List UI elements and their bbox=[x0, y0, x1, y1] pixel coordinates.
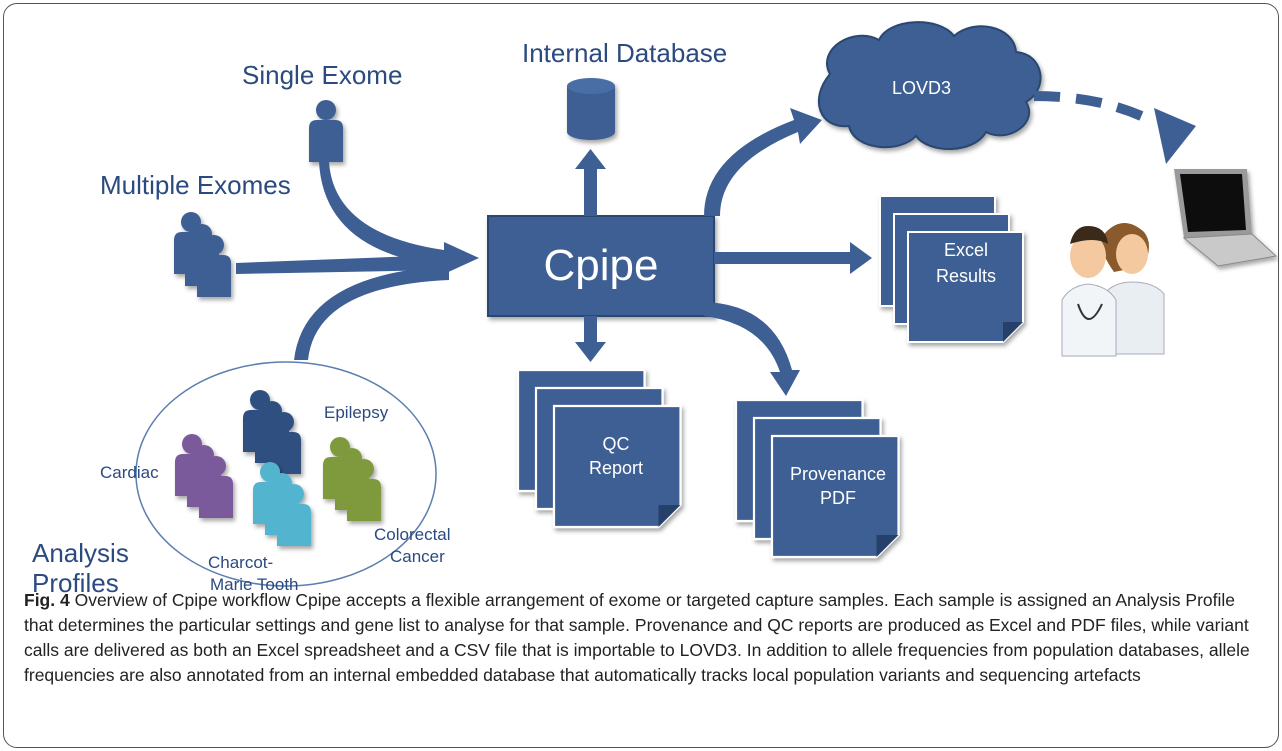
arrow-to-cloud bbox=[704, 108, 822, 216]
dashed-arrow-to-laptop bbox=[1033, 91, 1196, 164]
qc-report-label-2: Report bbox=[589, 458, 643, 478]
qc-report-label-1: QC bbox=[603, 434, 630, 454]
qc-report-docs bbox=[516, 368, 682, 529]
single-exome-icon bbox=[309, 100, 343, 162]
provenance-label-1: Provenance bbox=[790, 464, 886, 484]
caption-text: Overview of Cpipe workflow Cpipe accepts… bbox=[24, 590, 1250, 685]
workflow-diagram: Single Exome Multiple Exomes Internal Da… bbox=[32, 21, 1278, 594]
charcot-label-1: Charcot- bbox=[208, 553, 273, 572]
colorectal-label-2: Cancer bbox=[390, 547, 445, 566]
excel-results-label-1: Excel bbox=[944, 240, 988, 260]
figure-frame: Single Exome Multiple Exomes Internal Da… bbox=[3, 3, 1279, 748]
cpipe-label: Cpipe bbox=[544, 241, 659, 290]
cardiac-label: Cardiac bbox=[100, 463, 159, 482]
profiles-ellipse bbox=[135, 361, 437, 587]
cardiac-group-icon bbox=[175, 434, 233, 518]
colorectal-group-icon bbox=[323, 437, 381, 521]
provenance-label-2: PDF bbox=[820, 488, 856, 508]
epilepsy-label: Epilepsy bbox=[324, 403, 389, 422]
input-arrows bbox=[236, 162, 479, 360]
multiple-exomes-icon bbox=[174, 212, 231, 297]
charcot-group-icon bbox=[253, 462, 311, 546]
analysis-profiles-title-2: Profiles bbox=[32, 568, 119, 594]
cpipe-box bbox=[487, 215, 715, 317]
caption-label: Fig. 4 bbox=[24, 590, 70, 610]
charcot-label-2: Marie Tooth bbox=[210, 575, 299, 594]
multiple-exomes-label: Multiple Exomes bbox=[100, 170, 291, 200]
arrow-to-provenance bbox=[704, 302, 800, 396]
arrow-to-qc bbox=[575, 316, 606, 362]
lovd3-cloud bbox=[817, 21, 1042, 150]
figure-caption: Fig. 4 Overview of Cpipe workflow Cpipe … bbox=[24, 588, 1262, 688]
colorectal-label-1: Colorectal bbox=[374, 525, 451, 544]
excel-results-label-2: Results bbox=[936, 266, 996, 286]
lovd3-label: LOVD3 bbox=[892, 78, 951, 98]
database-icon bbox=[567, 78, 615, 140]
internal-database-label: Internal Database bbox=[522, 38, 727, 68]
arrow-to-database bbox=[575, 149, 606, 216]
epilepsy-group-icon bbox=[243, 390, 301, 474]
single-exome-label: Single Exome bbox=[242, 60, 402, 90]
analysis-profiles-title-1: Analysis bbox=[32, 538, 129, 568]
arrow-to-excel bbox=[714, 242, 872, 274]
doctors-icon bbox=[1061, 223, 1165, 357]
laptop-icon bbox=[1174, 169, 1278, 267]
